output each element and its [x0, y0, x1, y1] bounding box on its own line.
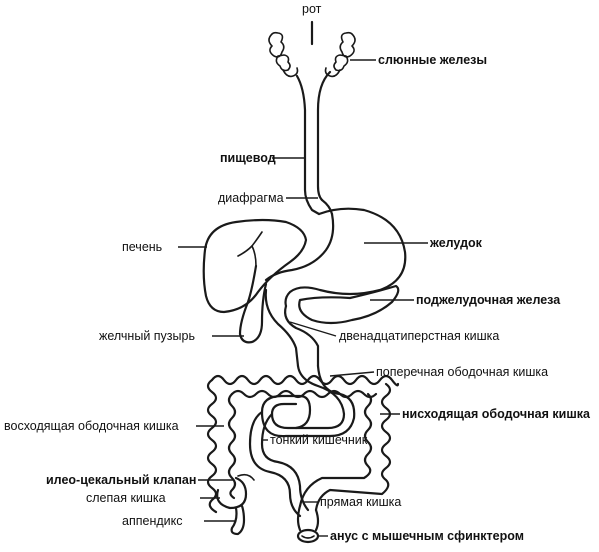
diaphragm-shape: [320, 198, 334, 216]
esophagus-shape: [295, 70, 332, 216]
gallbladder-shape: [238, 264, 268, 344]
label-gallbladder: желчный пузырь: [99, 329, 195, 343]
label-mouth: рот: [302, 2, 322, 16]
label-stomach: желудок: [429, 236, 483, 250]
label-liver: печень: [122, 240, 162, 254]
rectum-shape: [296, 504, 320, 532]
label-rectum: прямая кишка: [320, 495, 401, 509]
anus-shape: [296, 528, 320, 544]
small-intestine-shape: [248, 364, 356, 518]
pancreas-shape: [298, 284, 400, 325]
label-ascending-colon: восходящая ободочная кишка: [4, 419, 179, 433]
label-appendix: аппендикс: [122, 514, 182, 528]
label-esophagus: пищевод: [220, 151, 276, 165]
liver-shape: [202, 218, 308, 314]
salivary-glands-left: [268, 31, 299, 78]
label-ileocecal-valve: илео-цекальный клапан: [46, 473, 196, 487]
label-duodenum: двенадцатиперстная кишка: [339, 329, 499, 343]
label-cecum: слепая кишка: [86, 491, 166, 505]
label-small-intestine: тонкий кишечник: [270, 433, 368, 447]
label-transverse-colon: поперечная ободочная кишка: [376, 365, 548, 379]
salivary-glands-right: [324, 31, 356, 78]
duodenum-leader: [289, 321, 337, 337]
descending-colon-shape: [298, 382, 392, 512]
label-anus: анус с мышечным сфинктером: [330, 529, 524, 543]
appendix-shape: [230, 504, 246, 536]
duodenum-shape: [264, 288, 320, 368]
label-diaphragm: диафрагма: [218, 191, 284, 205]
ileocecal-valve-shape: [237, 473, 255, 481]
ascending-colon-shape: [206, 378, 237, 514]
label-descending-colon: нисходящая ободочная кишка: [402, 407, 591, 421]
label-salivary-glands: слюнные железы: [378, 53, 487, 67]
label-pancreas: поджелудочная железа: [416, 293, 561, 307]
cecum-shape: [216, 476, 248, 510]
transverse-colon-leader: [329, 371, 375, 377]
